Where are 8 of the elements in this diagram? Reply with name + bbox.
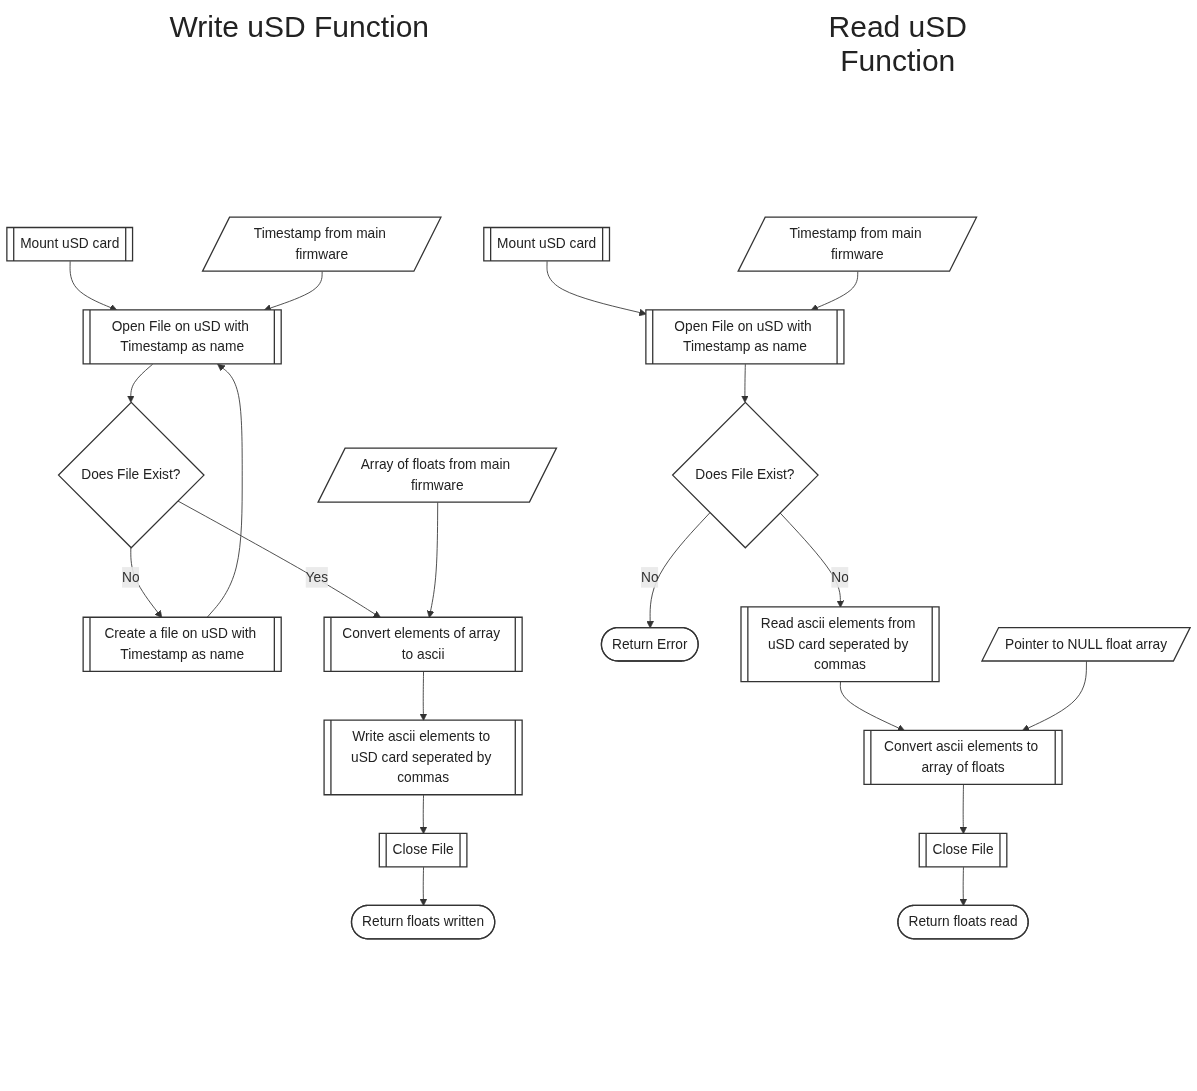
edge-label: Yes <box>305 569 328 585</box>
node-diamond: Does File Exist? <box>671 401 819 549</box>
edge-label: No <box>831 569 849 585</box>
chart-heading: Read uSD Function <box>827 10 968 78</box>
edge-label: No <box>122 569 140 585</box>
chart-heading: Write uSD Function <box>169 10 430 45</box>
edge-label: No <box>641 569 659 585</box>
node-diamond: Does File Exist? <box>57 401 205 549</box>
